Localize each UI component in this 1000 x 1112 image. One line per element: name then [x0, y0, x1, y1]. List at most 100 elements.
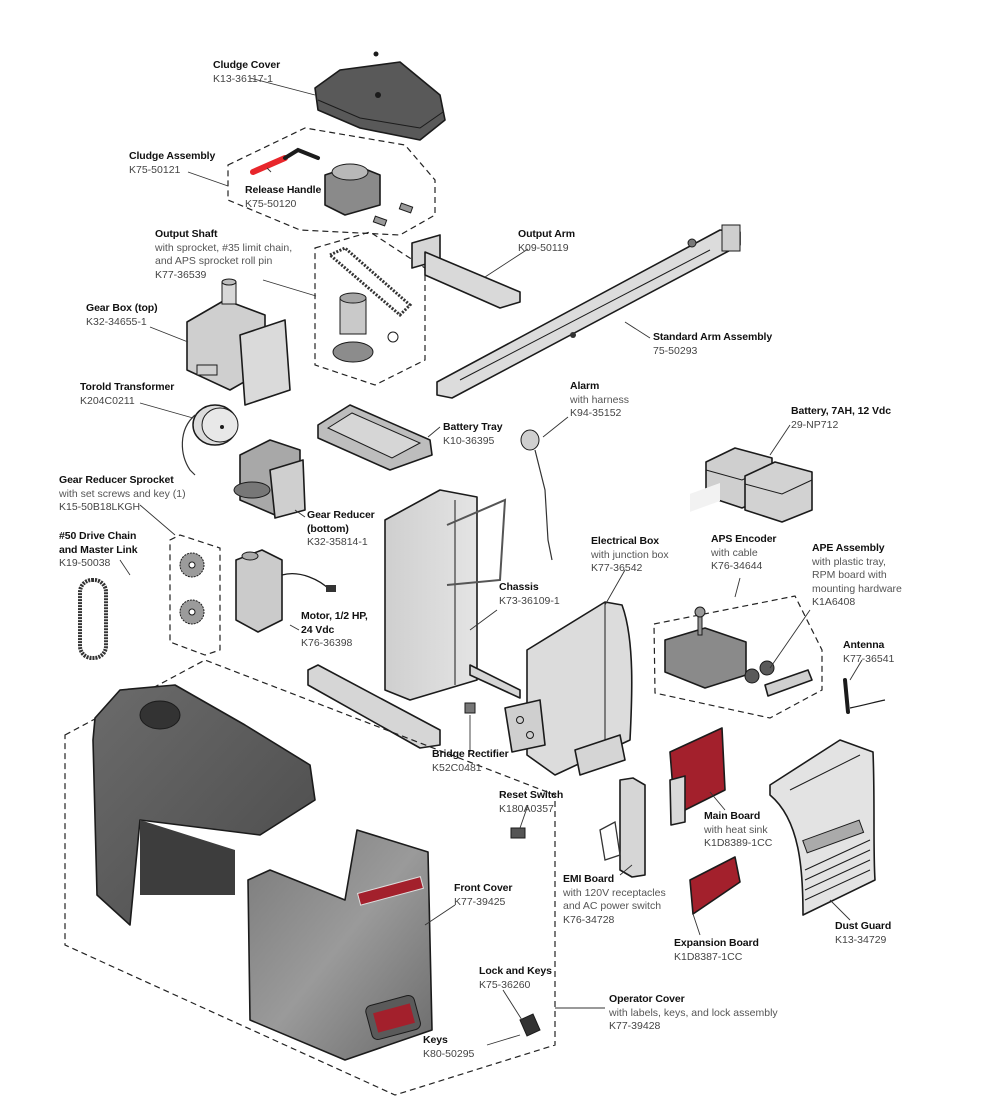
part-name: Cludge Assembly: [129, 150, 216, 162]
standard-arm-drawing: [436, 224, 741, 399]
label-gear-box-top: Gear Box (top)K32-34655-1: [86, 302, 158, 329]
part-desc: with sprocket, #35 limit chain,: [155, 241, 293, 254]
part-desc: with cable: [711, 546, 758, 559]
part-number: K75-50120: [245, 197, 297, 210]
part-number: K76-36398: [301, 637, 353, 649]
part-number: K19-50038: [59, 557, 111, 569]
reset-switch-drawing: [510, 827, 526, 839]
part-number: K10-36395: [443, 434, 495, 447]
part-name: Gear Reducer: [307, 509, 375, 521]
part-name: Output Arm: [518, 228, 575, 240]
part-desc: with harness: [570, 393, 629, 406]
part-number: K73-36109-1: [499, 594, 560, 607]
part-desc: with plastic tray,: [812, 555, 886, 568]
part-name: Antenna: [843, 639, 885, 651]
part-name: APS Encoder: [711, 533, 777, 545]
part-desc: and APS sprocket roll pin: [155, 255, 273, 267]
part-number: 29-NP712: [791, 418, 839, 431]
battery-tray-drawing: [317, 404, 433, 471]
expansion-board-drawing: [689, 856, 741, 915]
part-number: K77-39425: [454, 895, 506, 908]
cludge-assembly-drawing: [227, 127, 436, 236]
part-desc: mounting hardware: [812, 582, 902, 595]
part-name: Reset Switch: [499, 789, 564, 801]
part-name: Release Handle: [245, 184, 322, 196]
part-number: K1D8389-1CC: [704, 837, 773, 849]
output-arm-drawing: [411, 234, 521, 309]
part-name: Torold Transformer: [80, 381, 175, 393]
part-number: K52C0481: [432, 761, 482, 774]
part-number: K75-50121: [129, 163, 181, 176]
toroid-transformer-drawing: [181, 404, 239, 476]
part-number: K180A0357: [499, 802, 554, 815]
part-number: K76-34728: [563, 913, 615, 926]
part-name: and Master Link: [59, 543, 138, 556]
output-shaft-drawing: [314, 231, 426, 386]
part-number: K77-36539: [155, 268, 207, 281]
part-desc: with junction box: [591, 548, 669, 561]
part-number: K77-36542: [591, 562, 643, 574]
part-number: K15-50B18LKGH: [59, 501, 141, 513]
part-number: K77-36541: [843, 652, 895, 665]
motor-drawing: [235, 549, 336, 633]
emi-board-drawing: [599, 777, 646, 878]
operator-cover-drawing: [64, 659, 556, 1096]
cludge-cover-drawing: [314, 51, 446, 141]
leader-lines: [119, 77, 863, 1046]
part-desc: and AC power switch: [563, 900, 662, 912]
part-desc: with heat sink: [704, 823, 768, 836]
part-desc: RPM board with: [812, 569, 887, 581]
part-name: Expansion Board: [674, 937, 759, 949]
part-name: #50 Drive Chain: [59, 530, 137, 542]
chassis-drawing: [307, 489, 521, 749]
gear-box-drawing: [186, 278, 291, 406]
dust-guard-drawing: [769, 739, 876, 916]
part-number: K94-35152: [570, 407, 622, 419]
part-name: Chassis: [499, 581, 539, 593]
part-name: Keys: [423, 1034, 448, 1046]
electrical-box-drawing: [504, 601, 633, 776]
part-number: K1A6408: [812, 596, 856, 608]
part-name: Battery Tray: [443, 421, 503, 433]
part-number: K13-36117-1: [213, 72, 273, 85]
part-name: Front Cover: [454, 882, 513, 894]
gear-reducer-drawing: [233, 439, 306, 519]
part-desc: with set screws and key (1): [59, 487, 186, 500]
part-number: K13-34729: [835, 933, 887, 946]
part-name: Gear Box (top): [86, 302, 158, 314]
part-desc: with 120V receptacles: [563, 886, 666, 899]
bridge-rectifier-drawing: [464, 702, 476, 714]
part-name: Motor, 1/2 HP,: [301, 610, 368, 622]
ape-assembly-drawing: [653, 595, 823, 719]
part-number: 75-50293: [653, 344, 698, 357]
part-name: Output Shaft: [155, 228, 218, 240]
part-number: K32-34655-1: [86, 315, 147, 328]
drive-chain-drawing: [78, 578, 108, 660]
part-name: Bridge Rectifier: [432, 748, 509, 760]
alarm-drawing: [520, 429, 553, 561]
